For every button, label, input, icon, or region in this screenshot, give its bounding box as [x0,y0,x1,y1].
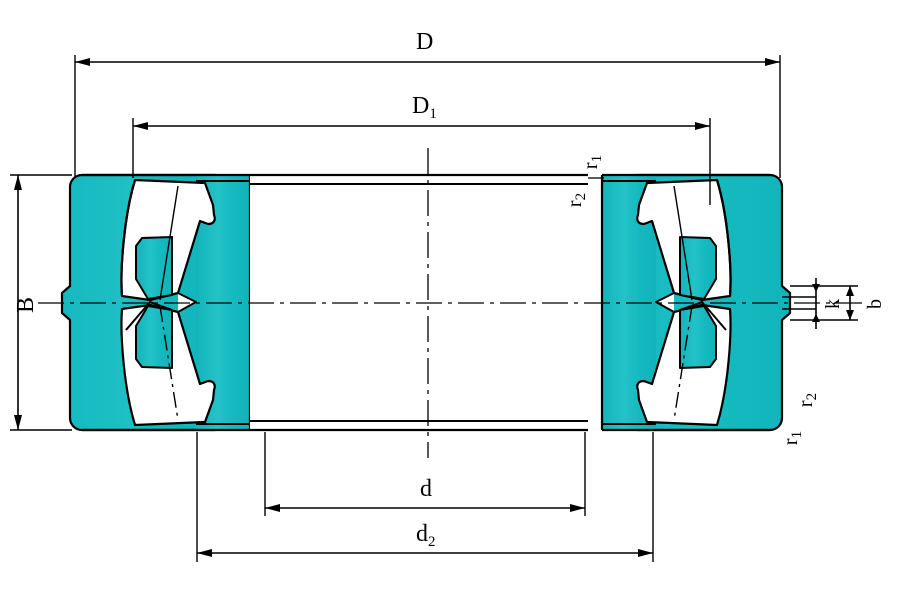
right-center-v-notch-2 [655,292,675,313]
dimension-label-d: d [420,477,432,501]
D-arrow-right [765,58,780,66]
left-bearing-assembly [60,173,252,432]
dimension-D [74,55,781,178]
dimension-label-r2-top-text: r [564,200,586,208]
groove-b-arrow-bottom [846,310,854,320]
D-arrow-left [75,58,90,66]
dimension-label-b-text: b [864,299,886,309]
d-arrow-right [570,504,585,512]
lubrication-groove-detail [782,278,858,329]
dimension-D1 [132,118,711,205]
left-upper-cage-block [135,236,173,300]
groove-k-arrow-bottom [812,314,820,322]
B-arrow-top [14,175,22,190]
D1-arrow-right [695,122,710,130]
chamfer-leaders [588,177,604,179]
dimension-label-r1-bottom-text: r [780,438,802,446]
B-arrow-bottom [14,415,22,430]
dimension-label-d2-text: d [416,521,428,547]
left-roller-center-line [159,185,179,301]
right-bearing-assembly [600,173,792,432]
groove-k-arrow-top [812,284,820,292]
dimension-label-r2-bottom-text: r [795,400,817,408]
right-roller-center-line [673,185,693,301]
dimension-B [10,174,72,431]
dimension-label-D1-subscript: 1 [429,106,437,122]
dimension-d [264,432,586,516]
dimension-label-k: k [822,293,844,315]
dimension-label-r1-top-text: r [580,162,602,170]
dimension-label-B-text: B [13,297,39,314]
dimension-label-D-text: D [416,29,434,55]
right-center-v-notch [679,300,727,331]
d2-arrow-right [638,549,653,557]
dimension-label-r2-top-subscript: 2 [573,192,589,201]
right-roller-center-line-lower [673,305,693,421]
left-center-v-notch [125,300,173,331]
dimension-label-b: b [864,293,886,315]
dimension-label-r2-bottom-subscript: 2 [804,392,820,401]
dimension-label-B: B [13,293,39,317]
right-lower-cage-block [679,305,717,369]
dimension-label-D1-text: D [412,93,430,119]
d2-arrow-left [197,549,212,557]
D1-arrow-left [133,122,148,130]
dimension-label-D: D [416,30,433,54]
dimension-label-d-text: d [420,476,432,502]
dimension-label-r1-bottom-subscript: 1 [789,430,805,439]
d-arrow-left [265,504,280,512]
right-upper-cage-block [679,236,717,300]
dimension-label-d2-subscript: 2 [428,534,436,550]
left-upper-roller-outline [120,179,137,297]
left-roller-center-line-lower [159,305,179,421]
dimension-label-k-text: k [822,299,844,309]
dimension-label-r1-top-subscript: 1 [589,154,605,163]
dimension-d2 [196,432,654,562]
right-upper-roller-outline [715,179,732,297]
left-lower-cage-block [135,305,173,369]
groove-b-arrow-top [846,286,854,296]
